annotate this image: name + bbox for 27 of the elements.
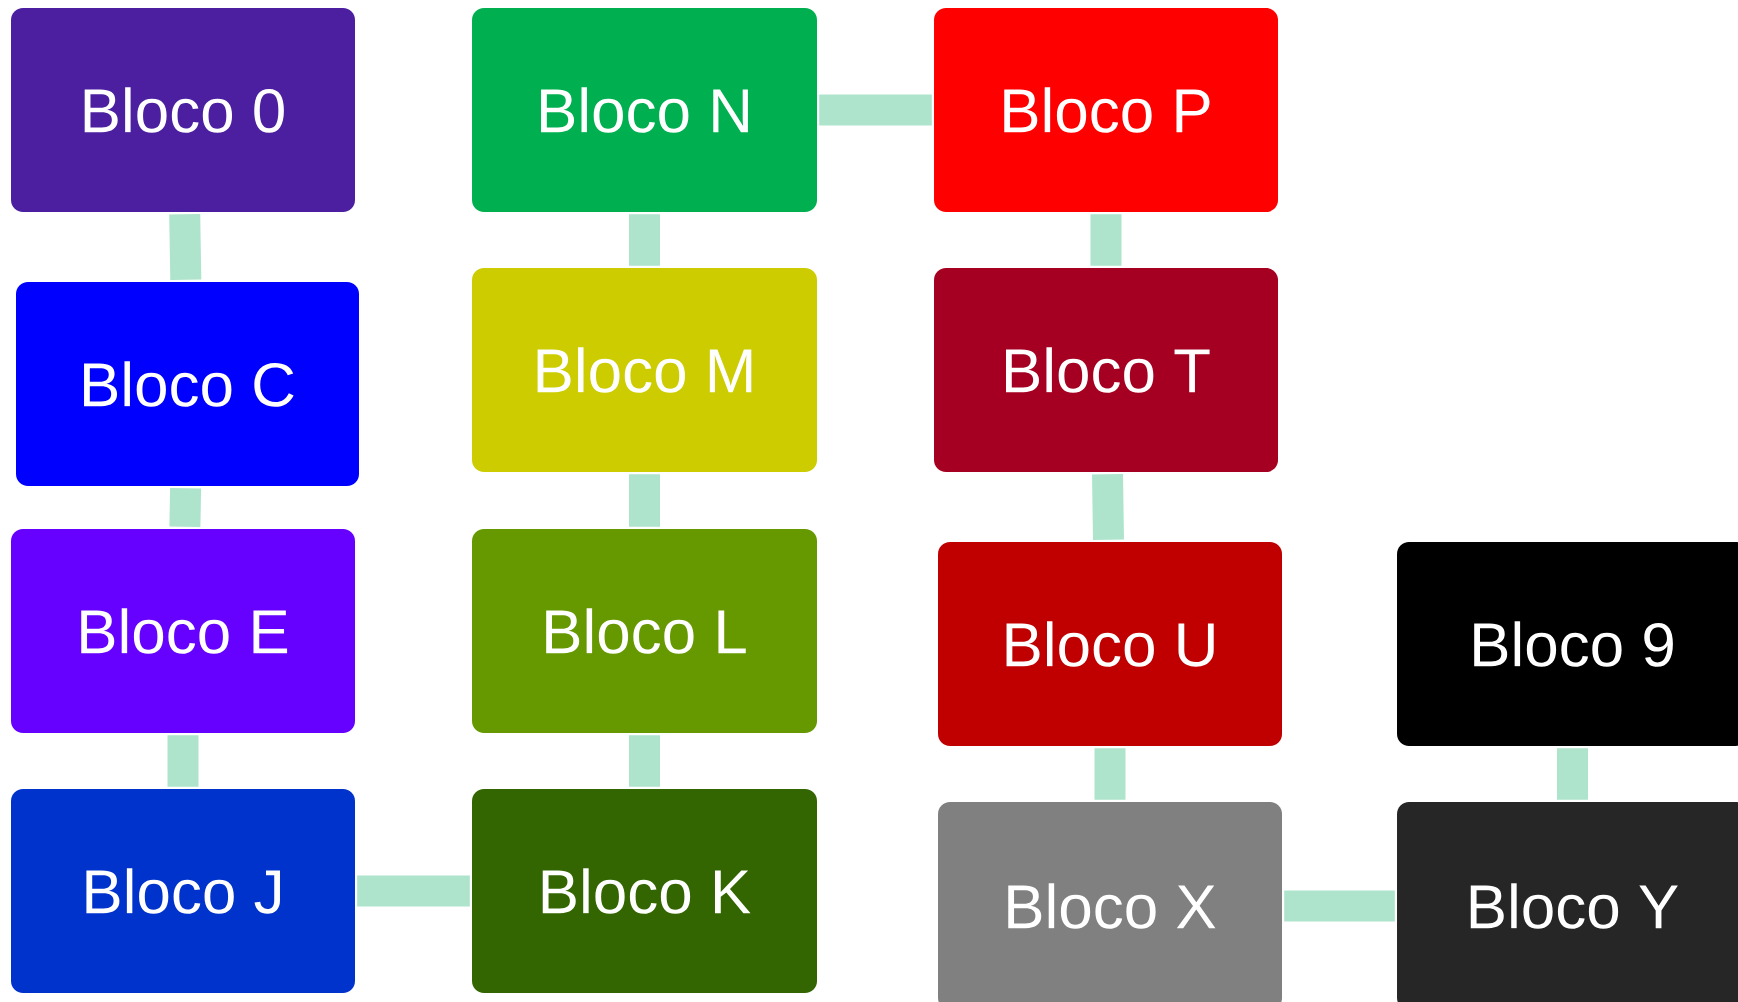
- connector: [357, 875, 470, 907]
- connector: [1092, 474, 1124, 540]
- process-box: Bloco N: [472, 8, 817, 212]
- connector: [169, 213, 202, 281]
- process-box: Bloco E: [11, 529, 355, 733]
- process-box: Bloco K: [472, 789, 817, 993]
- process-box: Bloco J: [11, 789, 355, 993]
- connector: [169, 487, 202, 528]
- connector: [1557, 748, 1588, 800]
- process-box: Bloco L: [472, 529, 817, 733]
- process-box: Bloco 0: [11, 8, 355, 212]
- process-box: Bloco X: [938, 802, 1282, 1002]
- process-box: Bloco M: [472, 268, 817, 472]
- process-box: Bloco C: [16, 282, 359, 486]
- connector: [1090, 214, 1122, 266]
- connector: [1284, 890, 1395, 922]
- connector: [1094, 748, 1126, 800]
- connector: [629, 735, 660, 787]
- connector: [167, 735, 199, 787]
- connector: [629, 214, 660, 266]
- connector: [819, 94, 932, 126]
- process-box: Bloco T: [934, 268, 1278, 472]
- process-box: Bloco P: [934, 8, 1278, 212]
- process-box: Bloco U: [938, 542, 1282, 746]
- connector: [629, 474, 660, 527]
- process-box: Bloco Y: [1397, 802, 1738, 1002]
- process-box: Bloco 9: [1397, 542, 1738, 746]
